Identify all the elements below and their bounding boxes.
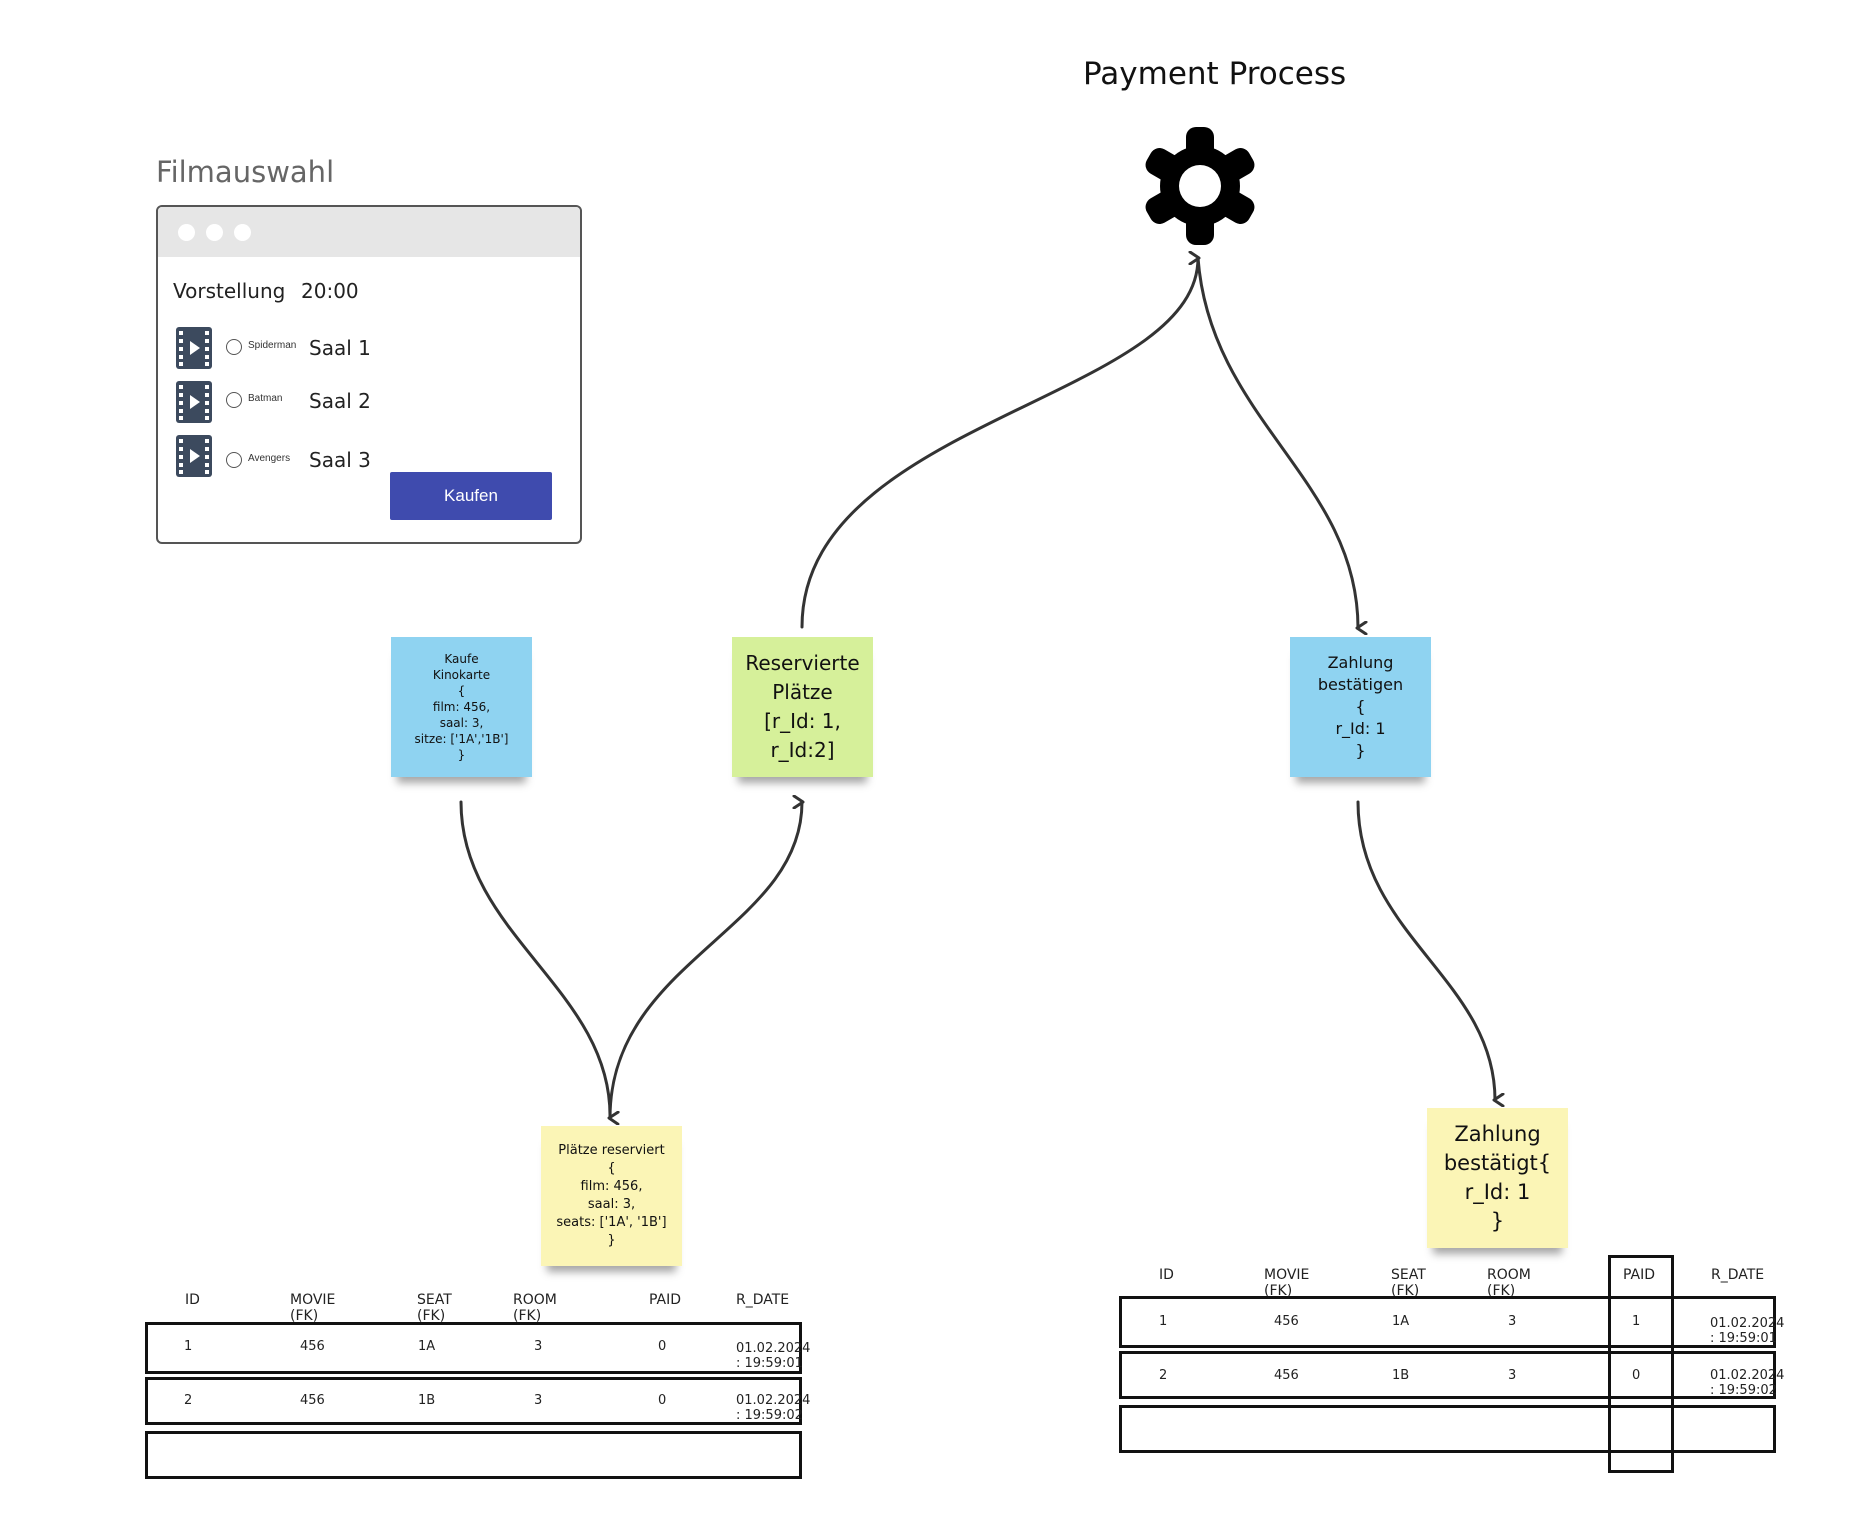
table-cell: 0 <box>658 1393 667 1408</box>
table-cell: 0 <box>1632 1368 1641 1383</box>
table-row-empty <box>1119 1405 1776 1453</box>
column-header: R_DATE <box>1711 1267 1765 1283</box>
table-cell: 01.02.2024 : 19:59:02 <box>736 1393 811 1423</box>
movie-name: Spiderman <box>248 340 297 351</box>
column-header: SEAT (FK) <box>417 1292 452 1324</box>
movie-name: Avengers <box>248 453 291 464</box>
table-cell: 3 <box>534 1393 543 1408</box>
gear-icon <box>1145 127 1255 245</box>
table-cell: 456 <box>1274 1314 1299 1329</box>
arrow-kaufe-to-reserviert <box>459 800 610 1118</box>
table-cell: 1 <box>184 1339 193 1354</box>
column-header: MOVIE (FK) <box>1264 1267 1310 1299</box>
table-row <box>1119 1351 1776 1399</box>
table-cell: 3 <box>1508 1368 1517 1383</box>
table-cell: 1 <box>1632 1314 1641 1329</box>
table-cell: 01.02.2024 : 19:59:01 <box>736 1341 811 1371</box>
window-dot-icon <box>206 224 223 241</box>
saal-label: Saal 2 <box>309 389 371 413</box>
table-cell: 1 <box>1159 1314 1168 1329</box>
paid-column-highlight <box>1608 1255 1674 1473</box>
column-header: MOVIE (FK) <box>290 1292 336 1324</box>
table-cell: 1A <box>418 1339 436 1354</box>
table-row <box>1119 1296 1776 1348</box>
arrow-db-to-reservierte <box>608 802 802 1120</box>
table-cell: 01.02.2024 : 19:59:01 <box>1710 1316 1785 1346</box>
table-cell: 456 <box>300 1393 325 1408</box>
table-cell: 0 <box>658 1339 667 1354</box>
table-row <box>145 1377 802 1425</box>
sticky-note-reservierte-plaetze: Reservierte Plätze [r_Id: 1, r_Id:2] <box>732 637 873 777</box>
movie-name: Batman <box>248 393 283 404</box>
column-header: ROOM (FK) <box>513 1292 557 1324</box>
film-icon <box>176 435 212 477</box>
sticky-note-kaufe-kinokarte: Kaufe Kinokarte { film: 456, saal: 3, si… <box>391 637 532 777</box>
window-dot-icon <box>234 224 251 241</box>
radio-batman[interactable] <box>226 392 242 408</box>
table-cell: 3 <box>534 1339 543 1354</box>
table-cell: 2 <box>1159 1368 1168 1383</box>
table-cell: 456 <box>300 1339 325 1354</box>
sticky-note-zahlung-bestaetigen: Zahlung bestätigen { r_Id: 1 } <box>1290 637 1431 777</box>
table-cell: 1B <box>1392 1368 1410 1383</box>
table-cell: 2 <box>184 1393 193 1408</box>
film-icon <box>176 327 212 369</box>
sticky-note-zahlung-bestaetigt: Zahlung bestätigt{ r_Id: 1 } <box>1427 1108 1568 1248</box>
radio-spiderman[interactable] <box>226 339 242 355</box>
film-icon <box>176 381 212 423</box>
radio-avengers[interactable] <box>226 452 242 468</box>
column-header-paid: PAID <box>1623 1267 1656 1283</box>
sticky-note-plaetze-reserviert: Plätze reserviert { film: 456, saal: 3, … <box>541 1126 682 1266</box>
showtime: 20:00 <box>301 279 359 303</box>
saal-label: Saal 3 <box>309 448 371 472</box>
arrow-payment-to-bestaetigen <box>1196 256 1358 628</box>
saal-label: Saal 1 <box>309 336 371 360</box>
column-header: ID <box>1159 1267 1174 1283</box>
table-cell: 1B <box>418 1393 436 1408</box>
column-header: SEAT (FK) <box>1391 1267 1426 1299</box>
table-row-empty <box>145 1431 802 1479</box>
arrow-bestaetigen-to-bestaetigt <box>1356 800 1495 1100</box>
column-header: ID <box>185 1292 200 1308</box>
table-cell: 1A <box>1392 1314 1410 1329</box>
column-header: ROOM (FK) <box>1487 1267 1531 1299</box>
window-title-bar <box>158 207 580 257</box>
vorstellung-label: Vorstellung <box>173 279 286 303</box>
table-cell: 3 <box>1508 1314 1517 1329</box>
window-dot-icon <box>178 224 195 241</box>
kaufen-button[interactable]: Kaufen <box>390 472 552 520</box>
table-row <box>145 1322 802 1374</box>
movie-selection-window: Vorstellung 20:00 Spiderman Saal 1 Batma… <box>156 205 582 544</box>
arrow-reservierte-to-payment <box>800 258 1198 629</box>
payment-process-title: Payment Process <box>1083 56 1347 92</box>
table-cell: 01.02.2024 : 19:59:02 <box>1710 1368 1785 1398</box>
frame-title: Filmauswahl <box>156 155 335 189</box>
column-header: R_DATE <box>736 1292 790 1308</box>
column-header: PAID <box>649 1292 682 1308</box>
table-cell: 456 <box>1274 1368 1299 1383</box>
